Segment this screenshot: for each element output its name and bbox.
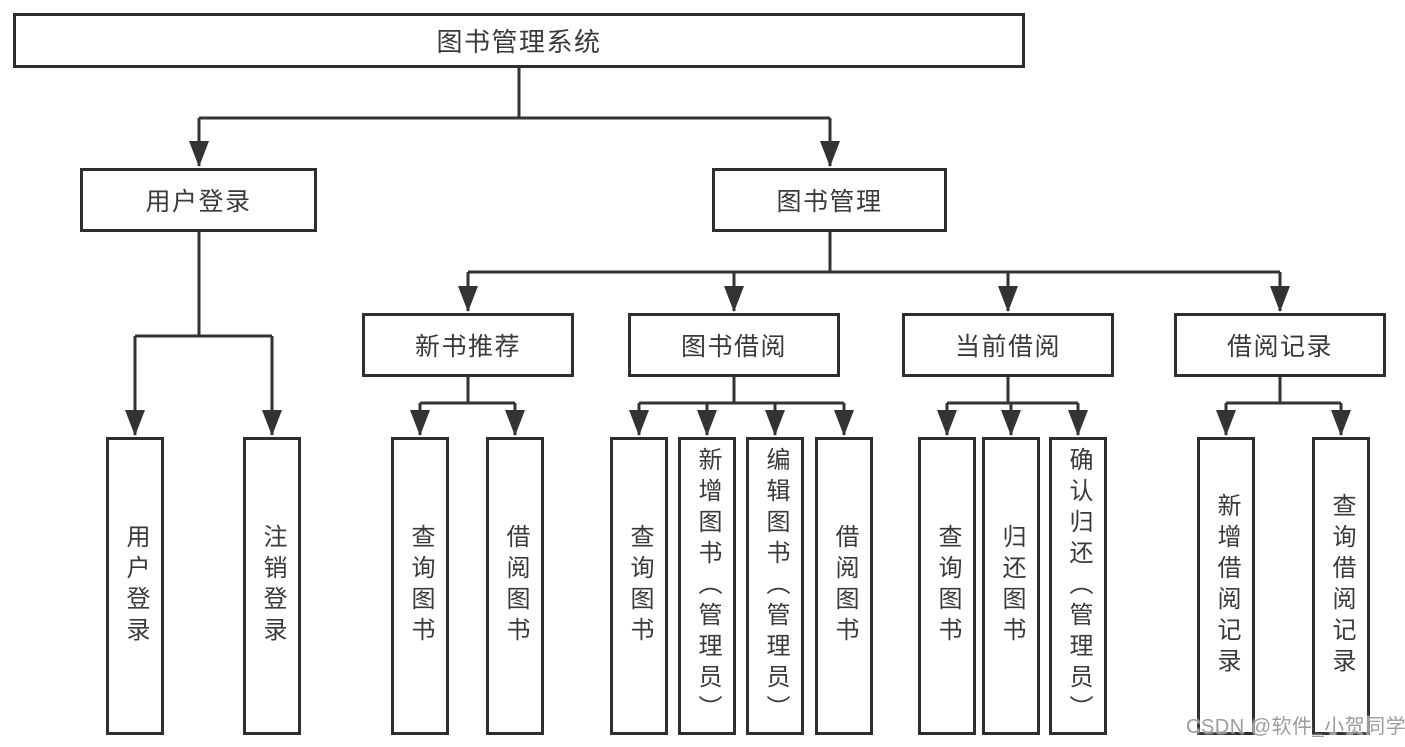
node-library-system: 图书管理系统 (13, 13, 1025, 68)
leaf-add-borrow-record: 新增借阅记录 (1197, 437, 1255, 735)
node-book-borrowing: 图书借阅 (628, 313, 840, 377)
leaf-query-books-recommend: 查询图书 (391, 437, 449, 735)
watermark: CSDN @软件_小贺同学 (1186, 716, 1405, 738)
node-borrowing-records: 借阅记录 (1174, 313, 1386, 377)
leaf-confirm-return-admin: 确认归还（管理员） (1049, 437, 1107, 735)
leaf-return-books: 归还图书 (982, 437, 1040, 735)
leaf-query-books-current: 查询图书 (918, 437, 976, 735)
leaf-edit-book-admin: 编辑图书（管理员） (746, 437, 804, 735)
arrow-lines (125, 118, 1351, 436)
leaf-user-login: 用户登录 (106, 437, 164, 735)
leaf-query-books-borrow: 查询图书 (610, 437, 668, 735)
leaf-query-borrow-record: 查询借阅记录 (1312, 437, 1370, 735)
leaf-add-book-admin: 新增图书（管理员） (678, 437, 736, 735)
node-book-management: 图书管理 (712, 168, 947, 232)
leaf-logout: 注销登录 (243, 437, 301, 735)
node-new-book-recommend: 新书推荐 (362, 313, 574, 377)
leaf-borrow-books-recommend: 借阅图书 (486, 437, 544, 735)
node-user-login-branch: 用户登录 (80, 168, 317, 232)
node-current-borrowing: 当前借阅 (902, 313, 1114, 377)
leaf-borrow-books: 借阅图书 (815, 437, 873, 735)
